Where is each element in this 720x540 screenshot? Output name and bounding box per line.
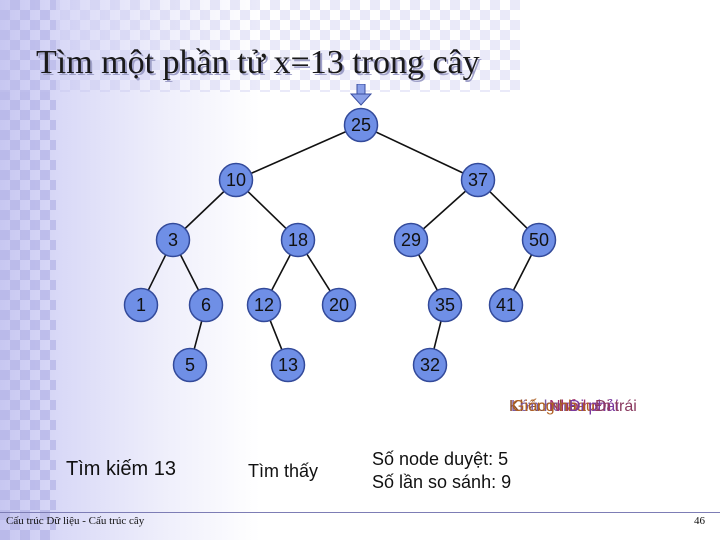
tree-edge xyxy=(270,254,292,291)
status-text: Khác nhau xyxy=(509,398,586,415)
tree-node-label: 18 xyxy=(288,230,308,250)
footer-text: Cấu trúc Dữ liệu - Cấu trúc cây xyxy=(6,515,145,527)
tree-node-circle xyxy=(488,287,524,323)
tree-node-circle xyxy=(343,107,379,143)
tree-node-50: 50 xyxy=(521,222,557,258)
tree-node-circle xyxy=(123,287,159,323)
tree-node-label: 1 xyxy=(136,295,146,315)
tree-node-circle xyxy=(172,347,208,383)
tree-node-20: 20 xyxy=(321,287,357,323)
tree-node-circle xyxy=(218,162,254,198)
search-label: Tìm kiếm 13 xyxy=(66,458,177,480)
tree-edge xyxy=(184,190,225,230)
tree-node-13: 13 xyxy=(270,347,306,383)
tree-node-label: 32 xyxy=(420,355,440,375)
tree-edge xyxy=(489,191,528,229)
left-checker-pattern xyxy=(0,0,56,540)
status-overlay-stack: Khác nhau Lớn hơn Nhỏ hơn Giống nhau Đi … xyxy=(509,398,679,424)
comparisons-text: Số lần so sánh: 9 xyxy=(372,472,512,492)
tree-node-circle xyxy=(460,162,496,198)
tree-edge xyxy=(417,254,439,291)
tree-node-circle xyxy=(521,222,557,258)
tree-edge xyxy=(179,254,200,291)
tree-edge xyxy=(375,131,464,174)
tree-node-label: 12 xyxy=(254,295,274,315)
tree-node-label: 25 xyxy=(351,115,371,135)
tree-edge xyxy=(250,130,347,175)
footer-divider xyxy=(0,512,720,513)
tree-node-18: 18 xyxy=(280,222,316,258)
tree-node-35: 35 xyxy=(427,287,463,323)
tree-edge xyxy=(269,320,283,350)
tree-node-label: 29 xyxy=(401,230,421,250)
tree-node-5: 5 xyxy=(172,347,208,383)
slide-title: Tìm một phần tử x=13 trong cây xyxy=(36,44,480,81)
tree-node-circle xyxy=(393,222,429,258)
tree-node-3: 3 xyxy=(155,222,191,258)
tree-node-label: 41 xyxy=(496,295,516,315)
search-stats: Số node duyệt: 5 Số lần so sánh: 9 xyxy=(372,448,511,494)
down-arrow-icon xyxy=(350,84,372,106)
status-text: Đi phải xyxy=(569,398,619,415)
tree-node-10: 10 xyxy=(218,162,254,198)
tree-node-circle xyxy=(280,222,316,258)
tree-node-label: 13 xyxy=(278,355,298,375)
tree-node-label: 5 xyxy=(185,355,195,375)
tree-node-circle xyxy=(270,347,306,383)
tree-edge xyxy=(306,253,331,292)
tree-node-circle xyxy=(155,222,191,258)
tree-node-label: 3 xyxy=(168,230,178,250)
tree-edge xyxy=(247,190,287,230)
status-text: Đi trái xyxy=(595,398,637,415)
status-text: Lớn hơn xyxy=(511,398,573,415)
tree-node-circle xyxy=(188,287,224,323)
tree-edge xyxy=(422,190,467,230)
tree-node-41: 41 xyxy=(488,287,524,323)
tree-node-label: 35 xyxy=(435,295,455,315)
page-number: 46 xyxy=(694,515,705,527)
tree-node-circle xyxy=(412,347,448,383)
tree-node-label: 20 xyxy=(329,295,349,315)
status-text: Giống nhau xyxy=(512,398,595,415)
tree-node-25: 25 xyxy=(343,107,379,143)
tree-edge xyxy=(147,254,167,291)
tree-node-label: 50 xyxy=(529,230,549,250)
tree-node-label: 6 xyxy=(201,295,211,315)
tree-edge xyxy=(433,320,442,350)
tree-node-circle xyxy=(427,287,463,323)
tree-node-37: 37 xyxy=(460,162,496,198)
tree-node-label: 37 xyxy=(468,170,488,190)
found-label: Tìm thấy xyxy=(248,461,319,481)
tree-node-29: 29 xyxy=(393,222,429,258)
tree-node-12: 12 xyxy=(246,287,282,323)
status-text: Nhỏ hơn xyxy=(549,398,612,415)
tree-node-circle xyxy=(321,287,357,323)
tree-edge xyxy=(512,254,533,291)
tree-node-label: 10 xyxy=(226,170,246,190)
tree-node-1: 1 xyxy=(123,287,159,323)
tree-node-32: 32 xyxy=(412,347,448,383)
top-checker-pattern xyxy=(0,0,520,92)
tree-node-6: 6 xyxy=(188,287,224,323)
tree-node-circle xyxy=(246,287,282,323)
tree-edge xyxy=(193,320,203,350)
nodes-visited-text: Số node duyệt: 5 xyxy=(372,449,509,469)
